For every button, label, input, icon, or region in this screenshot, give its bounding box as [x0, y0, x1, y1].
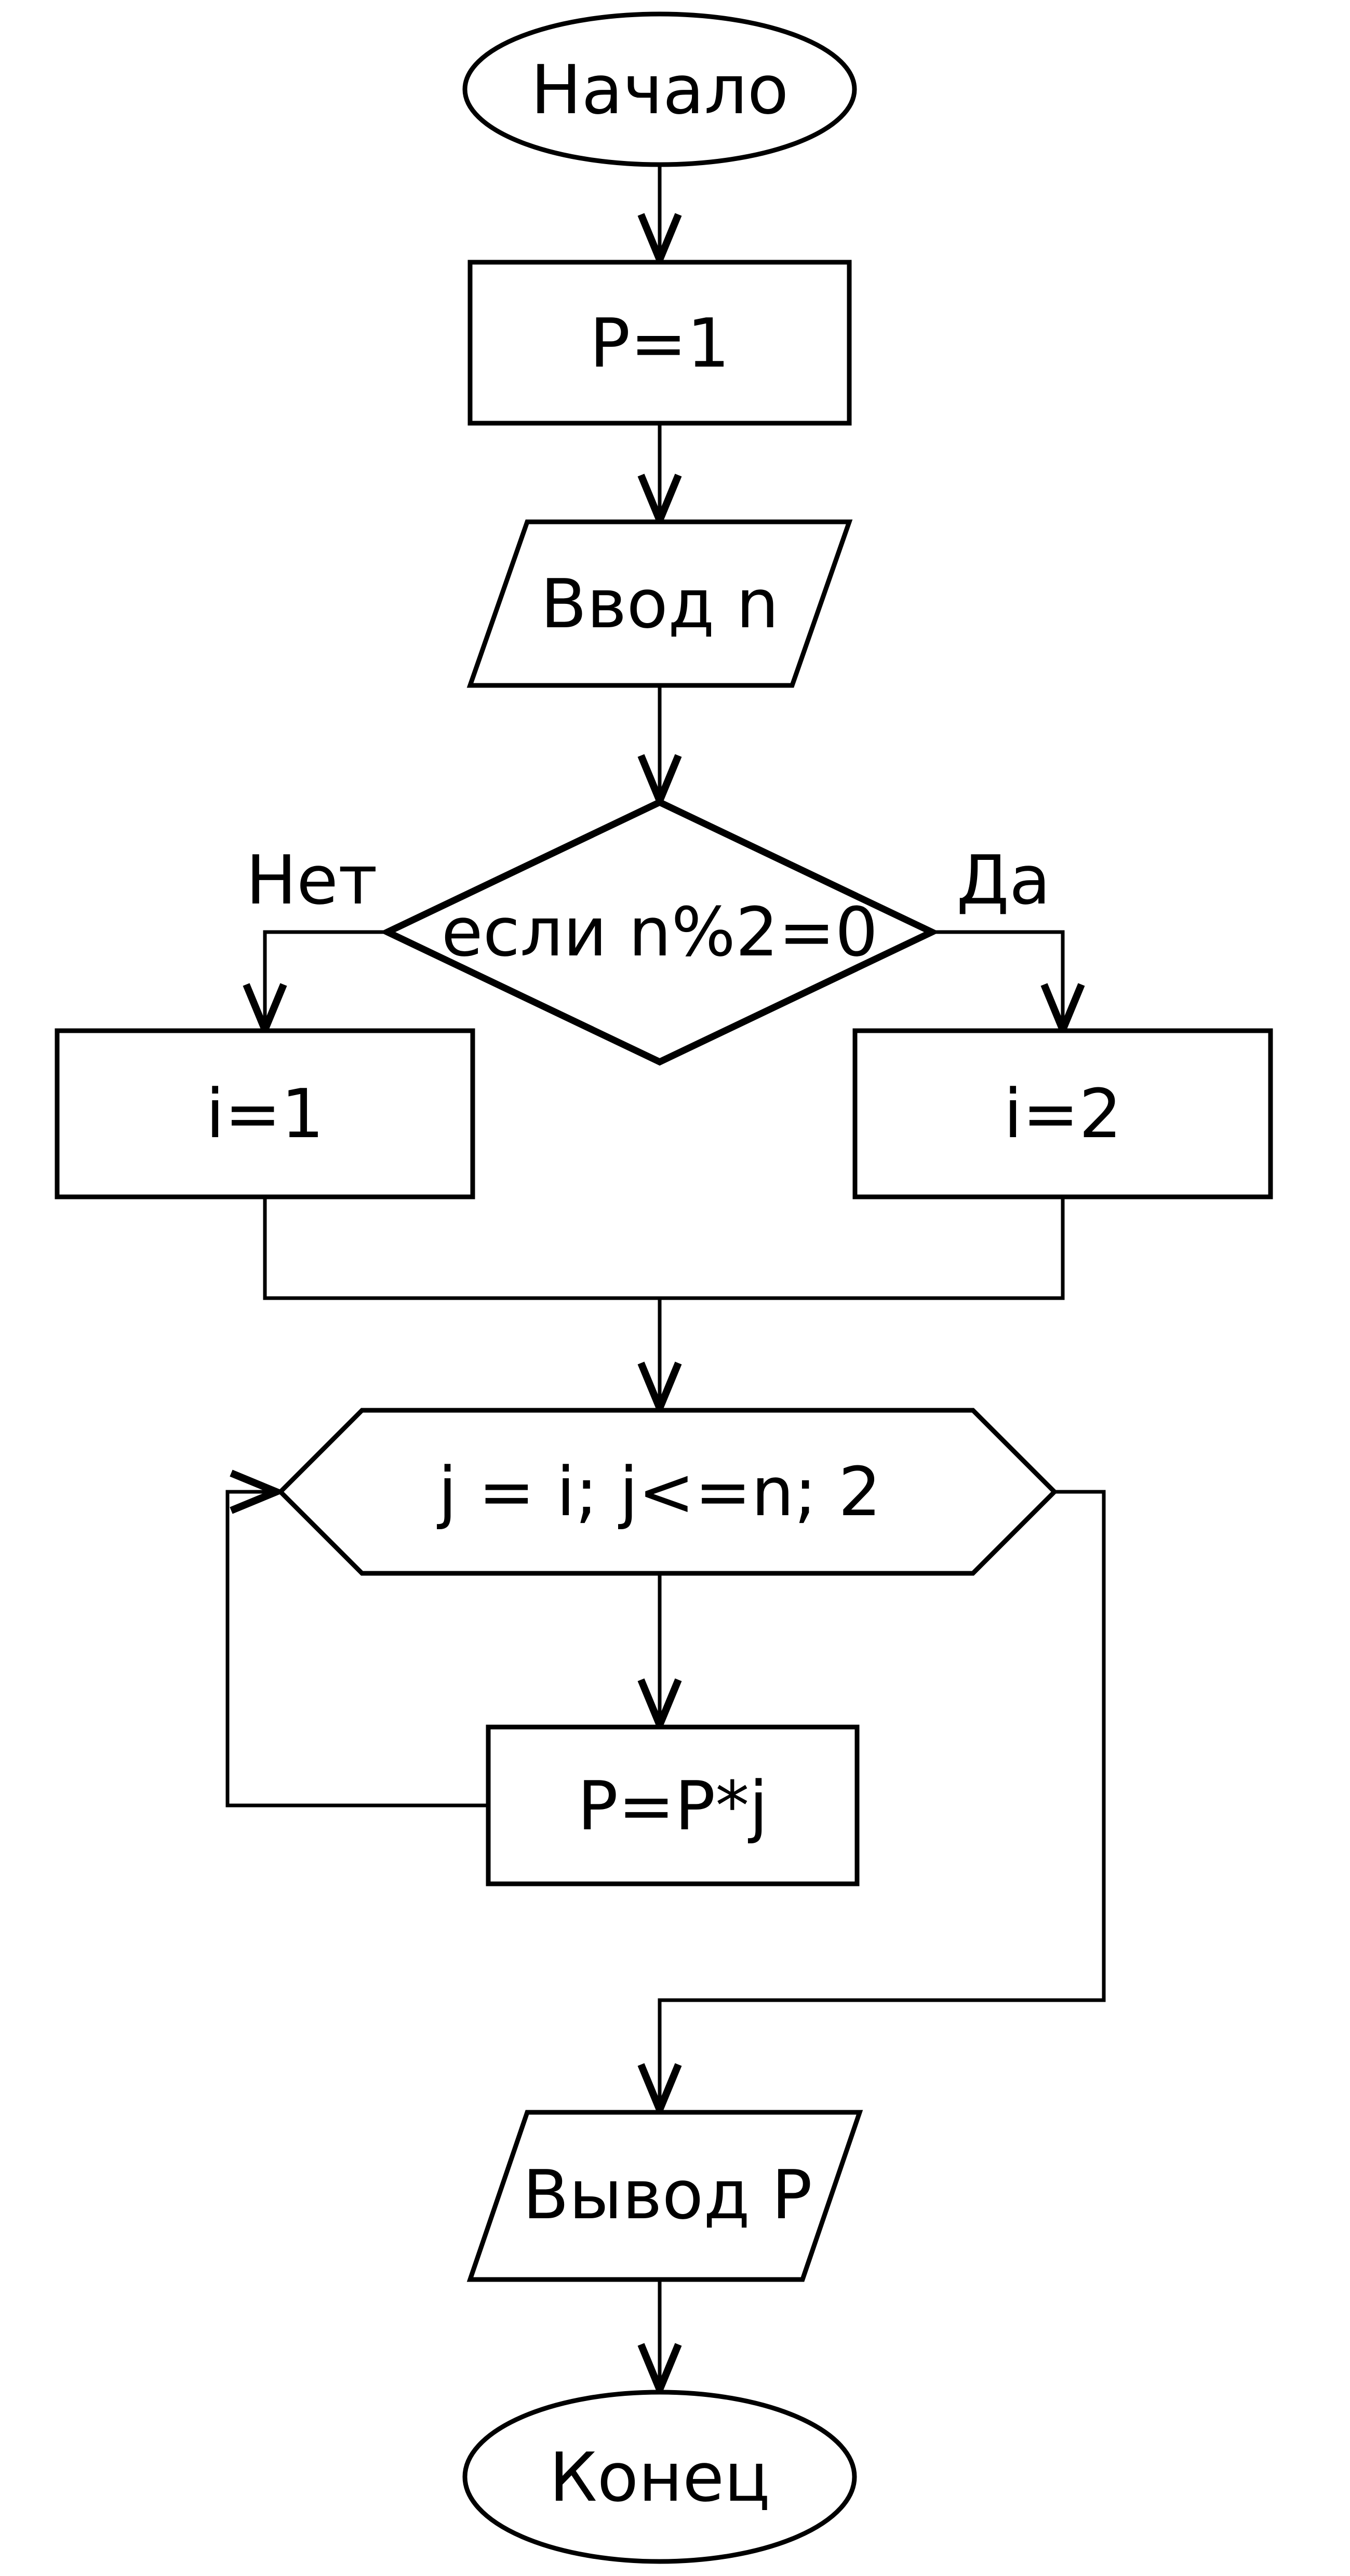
- edge-loop-exit: [637, 1490, 1106, 2120]
- edge-loop-to-body: [637, 1573, 682, 1735]
- node-set-i2-process: i=2: [852, 1028, 1273, 1199]
- node-start-terminator: Начало: [462, 11, 857, 167]
- edge-loop-back: [225, 1469, 488, 1808]
- branch-label-no: Нет: [246, 841, 377, 920]
- node-output-label: Вывод P: [523, 2155, 812, 2234]
- node-init-process: P=1: [467, 260, 852, 426]
- edge-init-to-input: [637, 423, 682, 530]
- node-end-terminator: Конец: [462, 2390, 857, 2564]
- node-init-label: P=1: [590, 304, 730, 383]
- node-decision-diamond: если n%2=0: [379, 798, 940, 1066]
- node-set-i1-label: i=1: [206, 1074, 324, 1153]
- edge-start-to-init: [637, 165, 682, 269]
- node-output-parallelogram: Вывод P: [466, 2110, 863, 2282]
- node-body-label: P=P*j: [578, 1766, 768, 1845]
- edge-decision-yes: [932, 930, 1085, 1040]
- node-body-process: P=P*j: [486, 1724, 860, 1886]
- edge-output-to-end: [637, 2280, 682, 2399]
- node-set-i2-label: i=2: [1004, 1074, 1122, 1153]
- node-decision-label: если n%2=0: [442, 893, 878, 972]
- edge-decision-no: [243, 930, 387, 1040]
- edge-merge-to-loop: [263, 1197, 1065, 1418]
- node-start-label: Начало: [531, 50, 789, 129]
- node-loop-label: j = i; j<=n; 2: [436, 1452, 881, 1531]
- node-input-label: Ввод n: [541, 564, 779, 643]
- edge-input-to-decision: [637, 685, 682, 811]
- node-input-parallelogram: Ввод n: [466, 519, 853, 688]
- branch-label-yes: Да: [956, 841, 1050, 920]
- node-end-label: Конец: [549, 2438, 770, 2517]
- node-loop-hexagon: j = i; j<=n; 2: [277, 1408, 1058, 1576]
- node-set-i1-process: i=1: [55, 1028, 475, 1199]
